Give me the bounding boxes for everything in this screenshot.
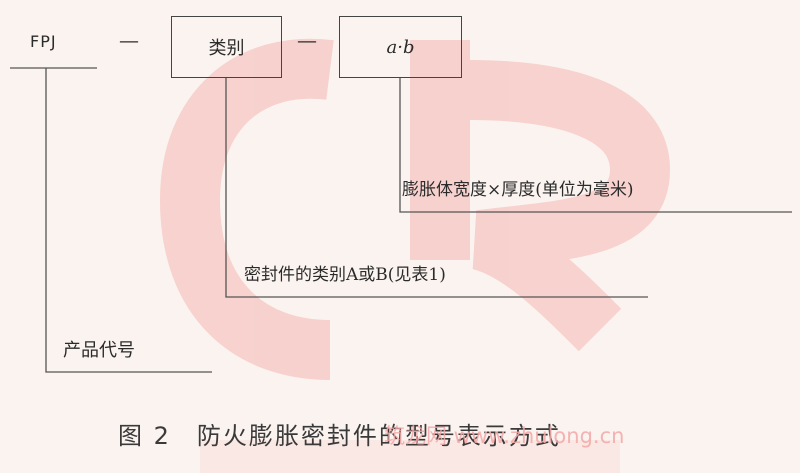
code-leader-line [45,68,212,373]
product-code-description: 产品代号 [63,340,135,361]
size-box-label: a·b [386,36,415,58]
separator-dash: — [297,28,317,52]
category-box: 类别 [171,16,282,78]
category-leader-line [225,78,648,298]
product-code-prefix: FPJ [30,32,57,51]
separator-dash: — [119,28,139,52]
figure-caption: 图 2 防火膨胀密封件的型号表示方式 [118,422,561,450]
size-leader-line [399,78,792,213]
size-description: 膨胀体宽度×厚度(单位为毫米) [402,180,634,200]
category-description: 密封件的类别A或B(见表1) [244,265,446,285]
size-box: a·b [339,16,462,78]
category-box-label: 类别 [208,38,245,59]
watermark-site-text: 筑龙网 www.zhulong.cn [384,424,625,448]
